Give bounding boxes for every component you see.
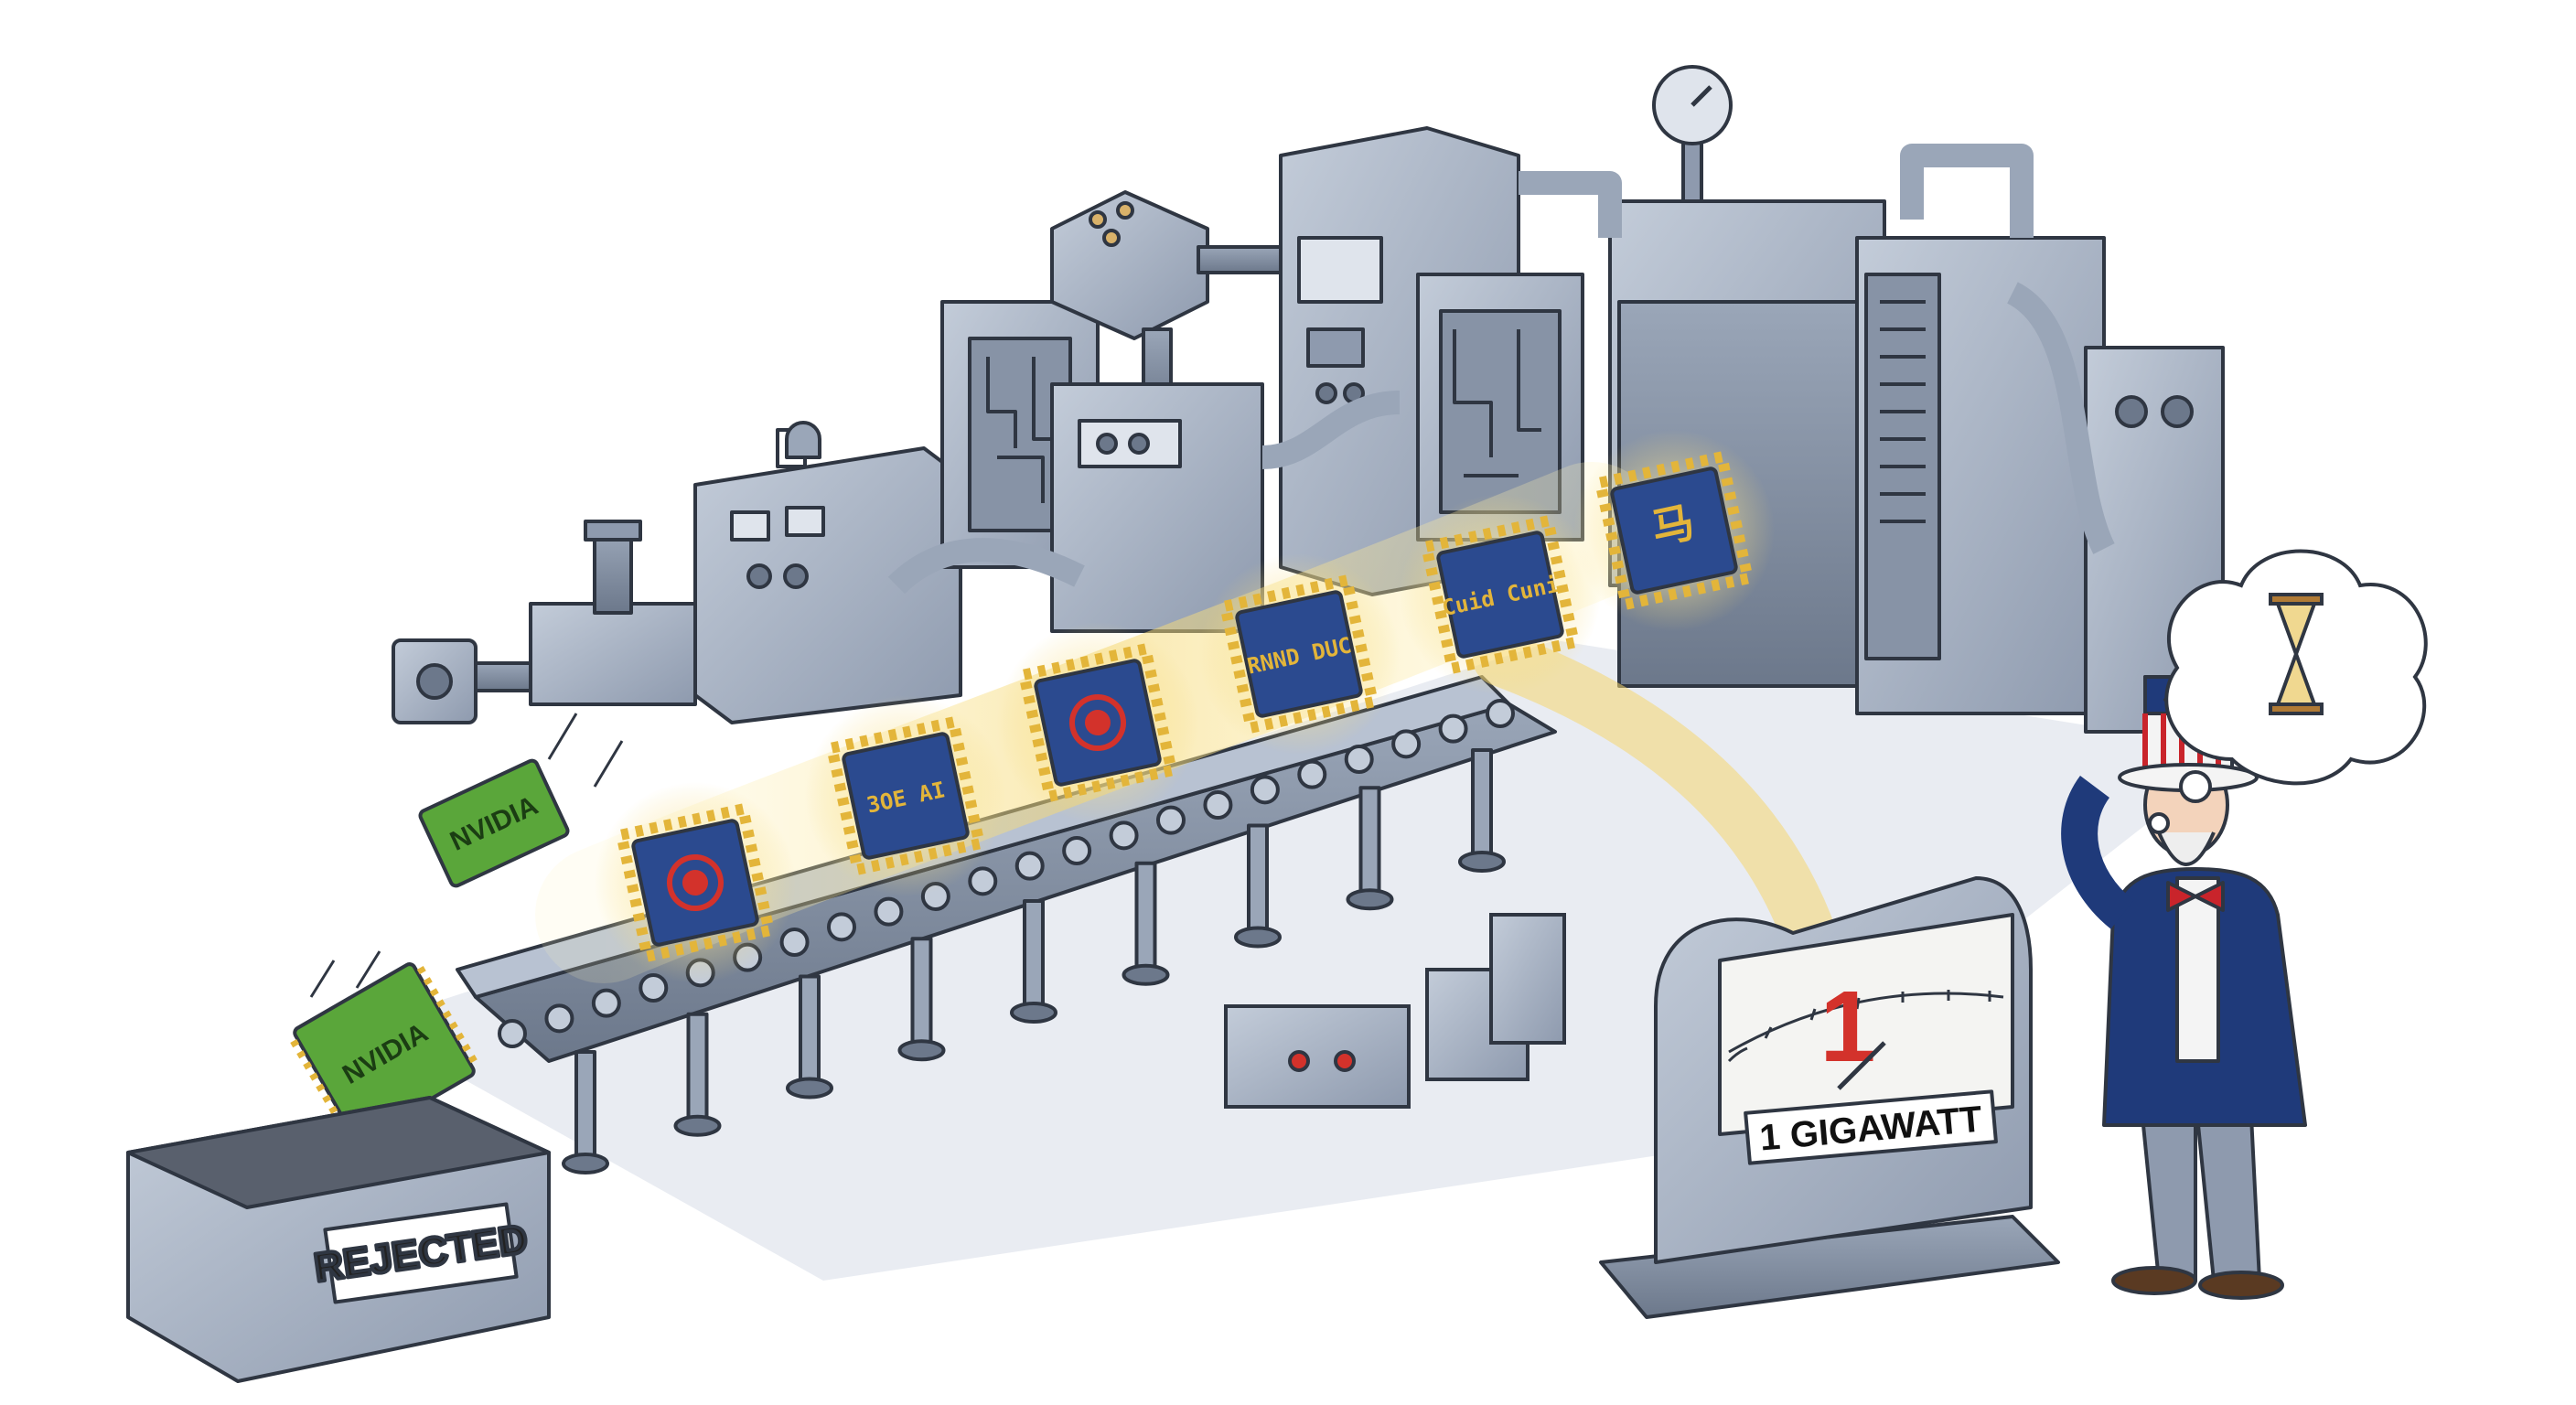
left-pump <box>392 520 697 724</box>
ai-chip <box>595 782 796 983</box>
belt-foot <box>786 1077 833 1099</box>
belt-roller <box>544 1003 574 1034</box>
belt-foot <box>673 1114 722 1137</box>
belt-leg <box>1471 748 1493 862</box>
belt-leg <box>686 1012 709 1126</box>
gauge-number: 1 <box>1819 971 1875 1083</box>
pipes <box>887 144 2115 595</box>
belt-roller <box>1438 713 1468 744</box>
belt-roller <box>1297 759 1327 789</box>
side-machine <box>1224 913 1566 1109</box>
belt-roller <box>779 928 810 957</box>
rejected-chips: NVIDIA NVIDIA <box>290 713 624 1142</box>
belt-roller <box>874 896 904 927</box>
belt-foot <box>1010 1002 1057 1024</box>
factory-machinery <box>392 65 2225 734</box>
hourglass-icon <box>2269 593 2324 715</box>
belt-foot <box>1122 963 1170 986</box>
belt-foot <box>1458 851 1506 873</box>
belt-roller <box>498 1019 527 1048</box>
belt-leg <box>1023 899 1045 1013</box>
belt-leg <box>910 937 933 1051</box>
belt-roller <box>1344 745 1374 774</box>
ai-chip: Cuid Cuni <box>1400 494 1601 695</box>
thought-bubble <box>2148 549 2428 834</box>
belt-roller <box>1014 851 1045 881</box>
circuit-cabinet-right <box>1416 273 1584 542</box>
ai-chip: RNND DUC <box>1198 553 1400 755</box>
belt-roller <box>591 988 621 1018</box>
belt-roller <box>1062 836 1092 865</box>
belt-foot <box>897 1039 946 1062</box>
belt-roller <box>1156 805 1186 835</box>
belt-leg <box>574 1050 596 1164</box>
belt-leg <box>1358 786 1381 900</box>
belt-roller <box>1486 699 1515 728</box>
belt-roller <box>1203 790 1233 820</box>
belt-roller <box>827 912 856 942</box>
belt-roller <box>639 973 669 1003</box>
belt-leg <box>1247 823 1269 938</box>
rejected-bin: REJECTED <box>126 1096 551 1383</box>
ai-chip: 3OE AI <box>805 695 1006 896</box>
belt-foot <box>1234 926 1282 949</box>
belt-roller <box>968 866 998 896</box>
nvidia-chip: NVIDIA <box>290 962 478 1142</box>
belt-roller <box>1250 775 1280 805</box>
ai-chip <box>997 622 1198 823</box>
nvidia-chip: NVIDIA <box>418 758 570 888</box>
belt-roller <box>1391 729 1422 759</box>
belt-foot <box>562 1153 609 1174</box>
belt-leg <box>799 974 821 1089</box>
chip-marking: 马 <box>1648 497 1699 553</box>
belt-roller <box>1109 820 1139 851</box>
ai-chip: 马 <box>1573 430 1775 631</box>
pressure-gauge-top <box>1652 65 1733 221</box>
left-control-box <box>693 421 962 724</box>
floor-shadow <box>366 640 2241 1281</box>
belt-leg <box>1134 861 1157 975</box>
gigawatt-meter: 1 1 GIGAWATT <box>1599 876 2060 1319</box>
belt-foot <box>1346 888 1394 911</box>
